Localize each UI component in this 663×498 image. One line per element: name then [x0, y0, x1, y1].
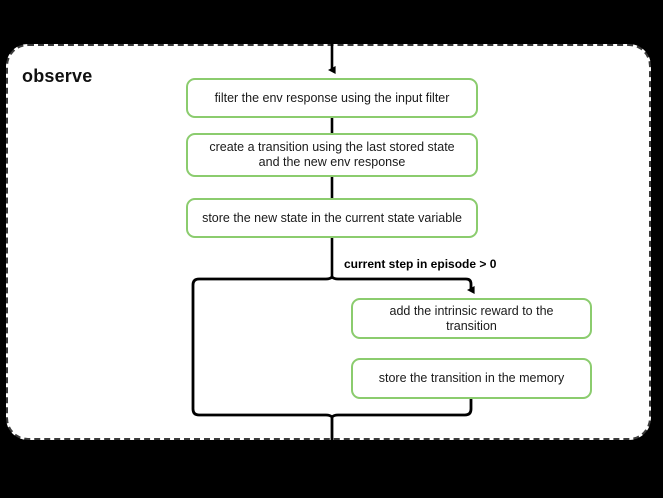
node-create-transition[interactable]: create a transition using the last store…	[186, 133, 478, 177]
node-intrinsic-reward[interactable]: add the intrinsic reward to the transiti…	[351, 298, 592, 339]
node-store-state[interactable]: store the new state in the current state…	[186, 198, 478, 238]
node-intrinsic-reward-label: add the intrinsic reward to the transiti…	[389, 303, 554, 333]
node-store-transition[interactable]: store the transition in the memory	[351, 358, 592, 399]
node-create-transition-label: create a transition using the last store…	[209, 140, 455, 169]
node-store-state-label: store the new state in the current state…	[202, 210, 462, 225]
node-store-transition-label: store the transition in the memory	[378, 371, 565, 385]
node-filter-env[interactable]: filter the env response using the input …	[186, 78, 478, 118]
node-filter-env-label: filter the env response using the input …	[214, 90, 450, 105]
edge-condition-label: current step in episode > 0	[344, 257, 497, 271]
panel-title: observe	[22, 66, 93, 86]
